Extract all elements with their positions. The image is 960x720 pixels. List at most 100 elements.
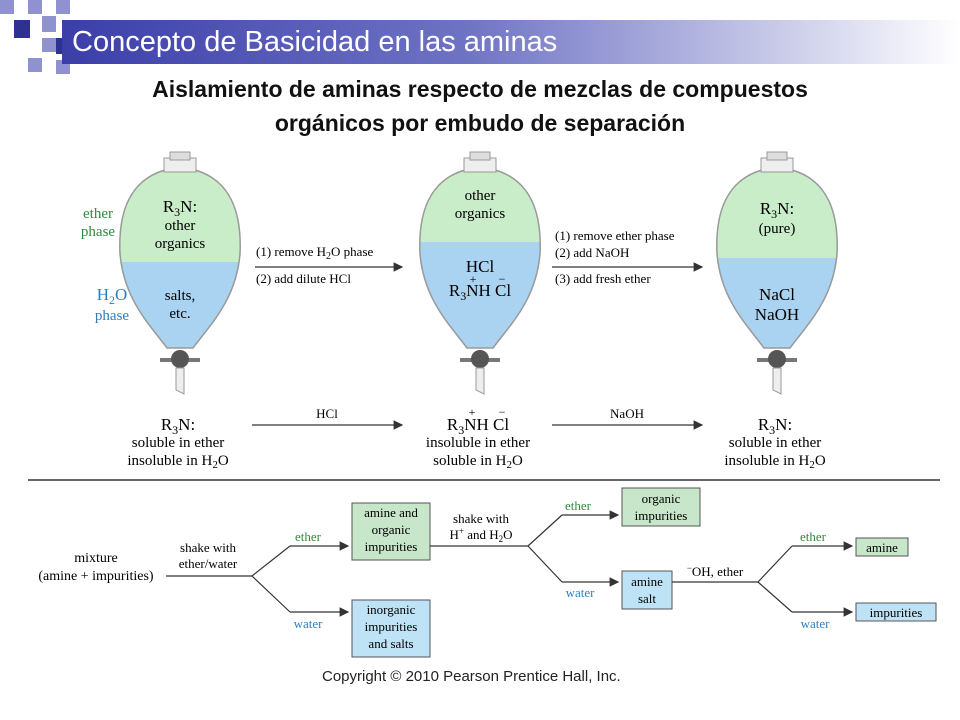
ether-phase-label-2: phase: [81, 224, 115, 240]
funnel-2-top-line1: other: [465, 188, 496, 204]
box-amine-organic: [351, 502, 431, 561]
funnel-1-top-line2: other: [165, 218, 196, 234]
flow-water-label-1: water: [294, 616, 324, 631]
box-amine-label: amine: [866, 540, 898, 555]
eq-right-line2: soluble in ether: [729, 435, 821, 451]
flow-branch-1a: [251, 545, 291, 577]
step-2-line-3: (3) add fresh ether: [555, 271, 651, 286]
funnel-1-stem: [175, 367, 185, 395]
box-inorganic-l2: impurities: [365, 619, 418, 634]
funnel-3-stem: [772, 367, 782, 395]
funnel-1-top-amine: R3N:: [163, 197, 197, 219]
step-1-line-2: (2) add dilute HCl: [256, 271, 351, 286]
funnel-1-stopper-top: [169, 151, 191, 161]
step-2-line-2: (2) add NaOH: [555, 245, 629, 260]
eq-middle-salt: R3NH Cl: [447, 415, 509, 437]
funnel-3-bottom-line2: NaOH: [755, 305, 799, 324]
eq-reagent-2: NaOH: [610, 406, 644, 421]
box-inorganic: [351, 599, 431, 658]
funnel-1-outline: [119, 169, 241, 349]
flow-branch-2a: [527, 514, 563, 547]
box-amine-organic-l2: organic: [372, 522, 411, 537]
flow-shake1-line1: shake with: [180, 540, 236, 555]
ether-phase-label-1: ether: [83, 206, 113, 222]
flow-shake2-line1: shake with: [453, 511, 509, 526]
decor-square-1: [0, 0, 14, 14]
flow-water-label-3: water: [801, 616, 831, 631]
box-organic-impurities-l1: organic: [642, 491, 681, 506]
flow-branch-3b: [757, 581, 793, 613]
decor-square-8: [28, 58, 42, 72]
box-amine-salt-l1: amine: [631, 574, 663, 589]
eq-middle-plus: +: [469, 405, 476, 419]
step-2-line-1: (1) remove ether phase: [555, 228, 675, 243]
eq-left-amine: R3N:: [161, 415, 195, 437]
flow-ether-label-2: ether: [565, 498, 592, 513]
funnel-3-top-line2: (pure): [759, 221, 796, 237]
box-amine-organic-l3: impurities: [365, 539, 418, 554]
subtitle-line-2: orgánicos por embudo de separación: [274, 110, 686, 136]
funnel-1-bottom-line2: etc.: [169, 306, 190, 322]
funnel-2-stopper-top: [469, 151, 491, 161]
funnel-1-bottom-line1: salts,: [165, 288, 195, 304]
decor-square-5: [42, 16, 56, 32]
funnel-3-top-amine: R3N:: [760, 199, 794, 221]
copyright-notice: Copyright © 2010 Pearson Prentice Hall, …: [322, 668, 621, 685]
funnel-3-bottom-line1: NaCl: [759, 285, 795, 304]
flow-shake2-line2: H+ and H2O: [449, 526, 512, 544]
funnel-3: R3N: (pure) NaCl NaOH: [716, 151, 838, 395]
eq-right-line3: insoluble in H2O: [724, 453, 826, 471]
funnel-2-bottom-line1: HCl: [466, 257, 495, 276]
box-inorganic-l1: inorganic: [367, 602, 416, 617]
flow-branch-1b: [251, 575, 291, 613]
eq-middle-line3: soluble in H2O: [433, 453, 523, 471]
flow-branch-3a: [757, 545, 793, 583]
funnel-3-stopcock: [768, 350, 786, 368]
slide-title: Concepto de Basicidad en las aminas: [72, 26, 558, 58]
funnel-3-outline: [716, 169, 838, 349]
decor-square-4: [14, 20, 30, 38]
eq-right-amine: R3N:: [758, 415, 792, 437]
funnel-2-ether-layer: [419, 170, 541, 244]
funnel-1-stopcock: [171, 350, 189, 368]
funnel-2-stopcock: [471, 350, 489, 368]
flow-ether-label-1: ether: [295, 529, 322, 544]
decor-square-6: [42, 38, 56, 52]
flow-mixture-line2: (amine + impurities): [38, 569, 154, 584]
funnel-2-stem: [475, 367, 485, 395]
decor-square-3: [56, 0, 70, 14]
funnel-1: R3N: other organics salts, etc.: [119, 151, 241, 395]
slide-subtitle: Aislamiento de aminas respecto de mezcla…: [0, 72, 960, 140]
water-phase-label-2: phase: [95, 308, 129, 324]
funnel-2-top-line2: organics: [455, 206, 506, 222]
eq-middle-line2: insoluble in ether: [426, 435, 530, 451]
flow-shake1-line2: ether/water: [179, 556, 238, 571]
box-inorganic-l3: and salts: [368, 636, 413, 651]
subtitle-line-1: Aislamiento de aminas respecto de mezcla…: [152, 76, 808, 102]
flow-branch-2b: [527, 545, 563, 583]
eq-left-line3: insoluble in H2O: [127, 453, 229, 471]
box-amine: [855, 537, 909, 557]
step-1-line-1: (1) remove H2O phase: [256, 244, 373, 262]
eq-middle-minus: −: [499, 405, 506, 419]
eq-left-line2: soluble in ether: [132, 435, 224, 451]
funnel-1-ether-layer: [119, 170, 241, 264]
box-impurities: [855, 602, 937, 622]
box-amine-organic-l1: amine and: [364, 505, 418, 520]
box-organic-impurities: [621, 487, 701, 527]
box-impurities-label: impurities: [870, 605, 923, 620]
water-phase-label-1: H2O: [97, 285, 128, 307]
flow-ether-label-3: ether: [800, 529, 827, 544]
box-amine-salt: [621, 570, 673, 610]
separation-diagram: R3N: other organics salts, etc. ether ph…: [28, 151, 940, 658]
funnel-2: other organics HCl + − R3NH Cl: [419, 151, 541, 395]
flow-mixture-line1: mixture: [74, 551, 118, 566]
decor-square-2: [28, 0, 42, 14]
flow-oh-label: −OH, ether: [687, 563, 744, 579]
eq-reagent-1: HCl: [316, 406, 338, 421]
title-band: [62, 20, 960, 64]
funnel-1-top-line3: organics: [155, 236, 206, 252]
box-amine-salt-l2: salt: [638, 591, 656, 606]
funnel-3-stopper-top: [766, 151, 788, 161]
